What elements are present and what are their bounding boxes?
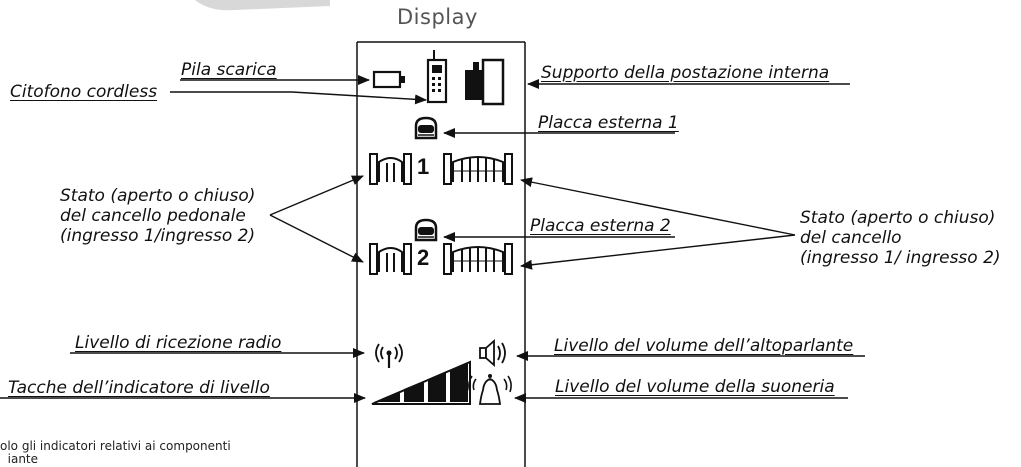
- label-placca-2: Placca esterna 2: [530, 216, 671, 236]
- label-stato-pedonale: Stato (aperto o chiuso) del cancello ped…: [60, 186, 256, 246]
- label-supporto: Supporto della postazione interna: [541, 63, 830, 83]
- cordless-phone-icon: [426, 50, 448, 104]
- label-livello-radio: Livello di ricezione radio: [75, 333, 282, 353]
- gate-number-1: 1: [417, 154, 430, 179]
- label-volume-suoneria: Livello del volume della suoneria: [555, 377, 835, 397]
- radio-antenna-icon: [375, 343, 403, 368]
- label-stato-cancello: Stato (aperto o chiuso) del cancello (in…: [800, 208, 1001, 268]
- label-citofono-cordless: Citofono cordless: [10, 82, 158, 102]
- bell-icon: [468, 374, 512, 405]
- top-decoration: [195, 0, 330, 11]
- outdoor-panel-icon: [414, 116, 438, 140]
- label-tacche: Tacche dell’indicatore di livello: [8, 378, 270, 398]
- outdoor-panel-icon: [414, 218, 438, 242]
- speaker-icon: [479, 339, 506, 367]
- base-station-icon: [465, 58, 505, 106]
- label-volume-altoparlante: Livello del volume dell’altoparlante: [554, 336, 854, 356]
- label-placca-1: Placca esterna 1: [538, 113, 679, 133]
- battery-icon: [372, 70, 405, 89]
- gate-number-2: 2: [417, 245, 430, 270]
- double-gate-icon: [443, 243, 513, 275]
- arrows: [0, 75, 865, 403]
- label-pila-scarica: Pila scarica: [181, 60, 277, 80]
- level-bars-icon: [371, 360, 471, 405]
- pedestrian-gate-icon: [369, 243, 412, 275]
- double-gate-icon: [443, 153, 513, 185]
- footnote: olo gli indicatori relativi ai component…: [0, 439, 231, 466]
- display-title: Display: [397, 5, 478, 29]
- pedestrian-gate-icon: [369, 153, 412, 185]
